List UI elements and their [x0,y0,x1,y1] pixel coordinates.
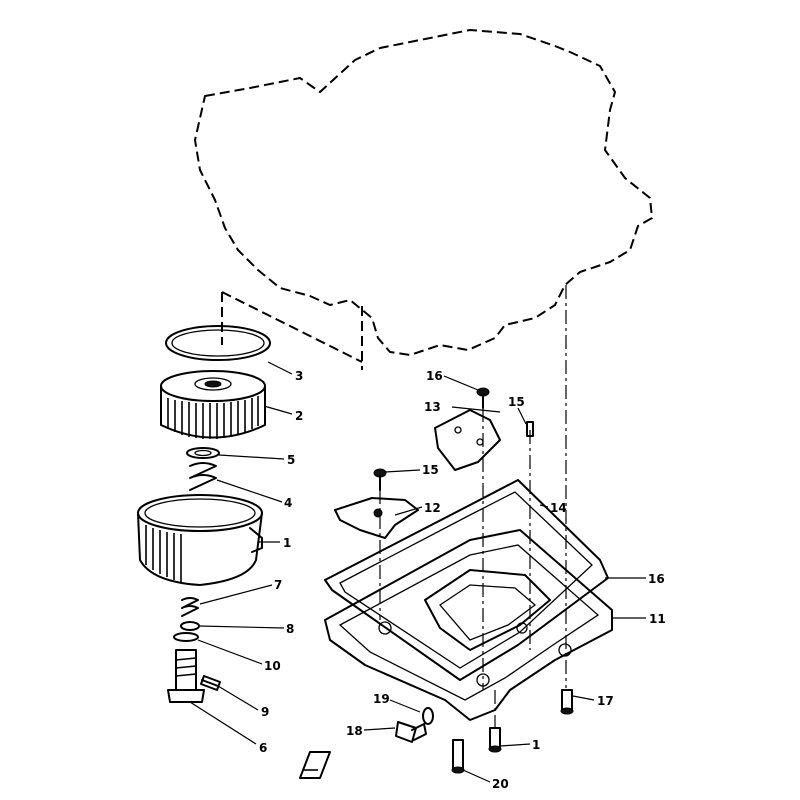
label-12: 12 [424,501,441,515]
label-18: 18 [346,724,363,738]
label-3: 3 [295,369,303,383]
label-13: 13 [424,400,441,414]
o-ring-3 [165,325,271,361]
label-14: 14 [550,501,567,515]
spring-4 [189,462,217,491]
label-2: 2 [295,409,303,423]
label-4: 4 [284,496,292,510]
label-1-housing: 1 [283,536,291,550]
screw-16-top [476,387,490,409]
oil-filter-assembly [137,325,271,703]
label-1-bolt: 1 [532,738,540,752]
label-8: 8 [286,622,294,636]
label-10: 10 [264,659,281,673]
element-pleats [167,396,259,439]
spring-7 [181,597,199,617]
stamp-mark [299,751,331,779]
washer-5 [186,447,220,459]
baffle-plate-13 [434,409,501,471]
label-19: 19 [373,692,390,706]
bolt-20 [451,739,465,774]
label-20: 20 [492,777,509,791]
label-5: 5 [287,453,295,467]
oil-pickup-bracket-12 [334,497,419,539]
screw-15-top [526,421,534,437]
label-16-gasket: 16 [648,572,665,586]
assembly-axes [379,285,567,728]
filter-element-2 [160,370,266,439]
label-7: 7 [274,578,282,592]
filter-housing-1 [137,494,263,586]
screw-15-left [373,468,387,491]
filter-bolt-6 [167,649,205,703]
o-ring-10 [173,632,199,642]
washer-8 [180,621,200,631]
relief-pin-9 [200,675,221,691]
drain-gasket-19 [422,707,434,725]
label-15-top: 15 [508,395,525,409]
oil-pan-11 [324,529,613,721]
label-9: 9 [261,705,269,719]
oil-pan-assembly [324,479,613,721]
label-16-top: 16 [426,369,443,383]
bolt-17 [560,689,574,715]
label-17: 17 [597,694,614,708]
part-labels: 3 2 5 4 1 7 8 10 9 6 11 12 13 14 15 15 1… [259,369,666,791]
label-11: 11 [649,612,666,626]
engine-block-outline [194,29,653,370]
label-6: 6 [259,741,267,755]
label-15-left: 15 [422,463,439,477]
leader-lines [189,361,646,783]
housing-ribs [145,525,182,582]
drain-plug-18 [395,721,427,743]
bolt-1-lower [488,727,502,753]
